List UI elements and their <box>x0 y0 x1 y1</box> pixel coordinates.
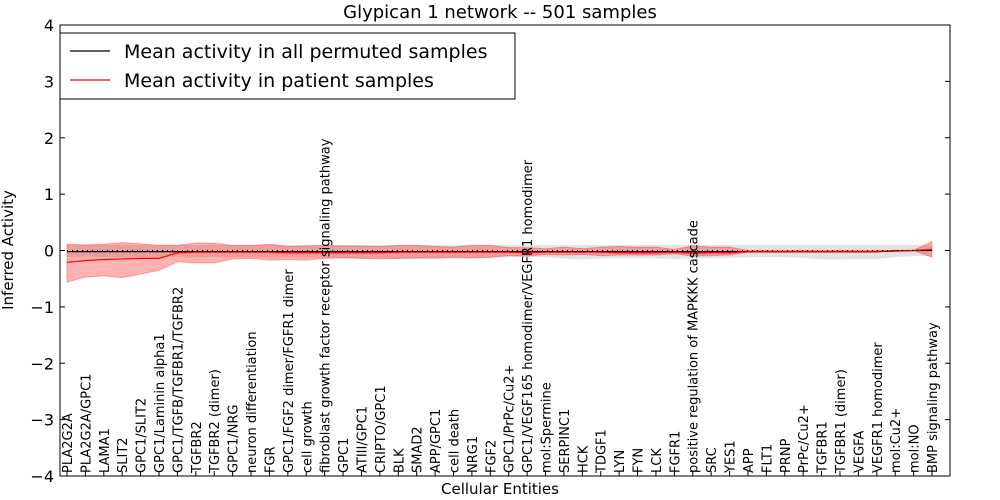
x-tick-label: FGF2 <box>484 440 499 473</box>
x-tick-label: LCK <box>650 448 665 473</box>
legend: Mean activity in all permuted samples Me… <box>59 32 516 100</box>
x-tick-label: ATIII/GPC1 <box>355 406 370 473</box>
x-tick-label: FYN <box>632 448 647 473</box>
x-tick-label: PLA2G2A/GPC1 <box>79 374 94 473</box>
y-tick-label: −2 <box>30 354 54 373</box>
x-tick-label: GPC1/NRG <box>227 405 242 473</box>
legend-label-permuted: Mean activity in all permuted samples <box>124 41 487 63</box>
x-tick-label: FGR <box>263 446 278 473</box>
x-tick-label: TGFBR1 <box>816 421 831 474</box>
x-tick-label: cell death <box>447 409 462 473</box>
x-tick-label: YES1 <box>724 440 739 474</box>
x-tick-label: neuron differentiation <box>245 331 260 473</box>
x-tick-label: PLA2G2A <box>61 413 76 473</box>
x-tick-label: APP <box>742 448 757 473</box>
x-tick-label: TDGF1 <box>595 429 610 474</box>
x-tick-label: FLT1 <box>760 444 775 473</box>
y-tick-label: −3 <box>30 411 54 430</box>
y-tick-label: −4 <box>30 467 54 486</box>
x-tick-label: LYN <box>613 450 628 473</box>
bands <box>66 240 933 283</box>
y-tick-label: −1 <box>30 298 54 317</box>
x-tick-label: SERPINC1 <box>558 409 573 473</box>
x-tick-label: HCK <box>576 445 591 473</box>
y-tick-label: 2 <box>44 129 54 148</box>
y-tick-label: 0 <box>44 242 54 261</box>
x-tick-label: VEGFA <box>852 431 867 473</box>
x-tick-label: LAMA1 <box>98 428 113 473</box>
x-tick-label: BLK <box>392 448 407 473</box>
x-tick-label: cell growth <box>300 401 315 473</box>
y-axis: −4 −3 −2 −1 0 1 2 3 4 <box>30 16 950 486</box>
x-tick-label: CRIPTO/GPC1 <box>374 385 389 473</box>
x-tick-label: GPC1/PrPc/Cu2+ <box>503 365 518 473</box>
x-tick-label: GPC1 <box>337 438 352 473</box>
x-tick-label: VEGFR1 homodimer <box>871 342 886 473</box>
x-tick-label: TGFBR1 (dimer) <box>834 369 849 474</box>
lines <box>66 248 933 263</box>
x-tick-label: NRG1 <box>466 436 481 473</box>
y-tick-label: 4 <box>44 16 54 35</box>
x-tick-label: positive regulation of MAPKKK cascade <box>687 220 702 473</box>
x-tick-label: SLIT2 <box>116 437 131 473</box>
y-tick-label: 3 <box>44 72 54 91</box>
x-tick-label: GPC1/TGFB/TGFBR1/TGFBR2 <box>171 287 186 473</box>
x-tick-label: PrPc/Cu2+ <box>797 404 812 473</box>
y-tick-label: 1 <box>44 185 54 204</box>
x-tick-label: mol:Cu2+ <box>889 408 904 473</box>
x-tick-label: mol:Spermine <box>540 382 555 473</box>
x-tick-label: PRNP <box>779 438 794 473</box>
x-tick-label: TGFBR2 <box>190 421 205 474</box>
x-tick-label: GPC1/FGF2 dimer/FGFR1 dimer <box>282 269 297 473</box>
y-axis-label: Inferred Activity <box>0 190 17 310</box>
x-tick-label: TGFBR2 (dimer) <box>208 369 223 474</box>
x-tick-label: SRC <box>705 447 720 473</box>
legend-label-patient: Mean activity in patient samples <box>124 70 434 92</box>
chart-title: Glypican 1 network -- 501 samples <box>343 2 657 23</box>
x-tick-label: APP/GPC1 <box>429 409 444 473</box>
x-tick-label: SMAD2 <box>411 426 426 473</box>
x-tick-label: GPC1/SLIT2 <box>135 398 150 473</box>
x-tick-label: GPC1/Laminin alpha1 <box>153 333 168 473</box>
x-tick-label: mol:NO <box>908 424 923 473</box>
x-tick-label: FGFR1 <box>668 431 683 473</box>
x-tick-label: fibroblast growth factor receptor signal… <box>319 138 334 473</box>
x-axis-label: Cellular Entities <box>441 480 559 498</box>
x-tick-label: GPC1/VEGF165 homodimer/VEGFR1 homodimer <box>521 159 536 473</box>
x-tick-label: BMP signaling pathway <box>926 322 941 473</box>
line-patient <box>66 248 933 263</box>
legend-box <box>59 32 516 100</box>
